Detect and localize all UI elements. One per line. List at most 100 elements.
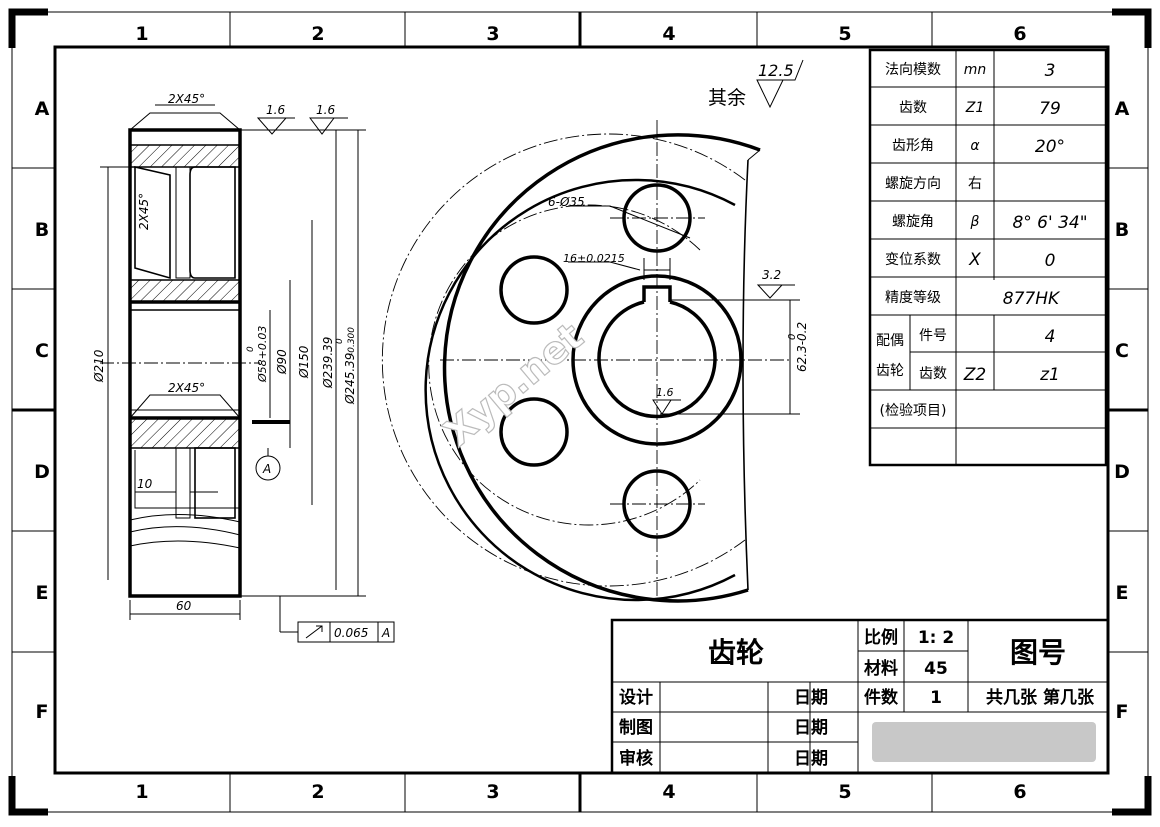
front-dimension-texts: 6-Ø35 16±0.0215 62.3-0.2 0 3.2 1.6 12.5 … bbox=[548, 61, 809, 399]
dim-keyway-width: 16±0.0215 bbox=[563, 252, 625, 265]
param-value: 3 bbox=[1045, 61, 1056, 81]
zone-labels: 1 2 3 4 5 6 1 2 3 4 5 6 A B C D E F A B … bbox=[34, 23, 1130, 803]
scale-label: 比例 bbox=[864, 627, 898, 648]
param-symbol: X bbox=[968, 250, 981, 270]
dim-10: 10 bbox=[137, 477, 153, 491]
col-label: 1 bbox=[135, 781, 148, 803]
runout-datum: A bbox=[381, 626, 390, 640]
row-label: C bbox=[1115, 340, 1129, 362]
row-label: A bbox=[35, 98, 50, 120]
param-label: 法向模数 bbox=[885, 62, 941, 78]
date-label: 日期 bbox=[794, 749, 828, 769]
dim-58-tol: 0 bbox=[246, 346, 256, 352]
qty-value: 1 bbox=[930, 688, 942, 708]
col-label: 2 bbox=[311, 23, 324, 45]
col-label: 6 bbox=[1013, 23, 1026, 45]
roughness-rest-value: 12.5 bbox=[758, 61, 794, 80]
row-label: B bbox=[35, 219, 49, 241]
col-label: 4 bbox=[662, 781, 675, 803]
roughness-rest-label: 其余 bbox=[708, 87, 746, 109]
inspection-label: (检验项目) bbox=[880, 403, 947, 419]
param-symbol: mn bbox=[964, 62, 987, 78]
mating-teeth-label: 齿数 bbox=[919, 366, 947, 382]
col-label: 2 bbox=[311, 781, 324, 803]
col-label: 3 bbox=[486, 23, 499, 45]
dim-239: Ø239.39 bbox=[321, 337, 335, 389]
param-value: 877HK bbox=[1003, 289, 1061, 309]
front-view bbox=[381, 59, 804, 603]
dim-245-tol-upper: 0 bbox=[335, 338, 345, 344]
design-label: 设计 bbox=[619, 687, 653, 708]
material-label: 材料 bbox=[864, 658, 898, 679]
mating-teeth-value: z1 bbox=[1039, 365, 1060, 385]
section-dimension-texts: 2X45° 2X45° 2X45° Ø210 Ø58+0.03 0 Ø90 Ø1… bbox=[92, 92, 390, 640]
drawing-no-label: 图号 bbox=[1010, 636, 1066, 669]
mating-label-2: 齿轮 bbox=[876, 363, 904, 379]
scale-value: 1: 2 bbox=[918, 628, 954, 648]
row-label: D bbox=[1114, 461, 1130, 483]
param-value: 8° 6' 34" bbox=[1012, 213, 1087, 233]
roughness-face-left: 1.6 bbox=[266, 103, 285, 117]
param-value: 0 bbox=[1045, 251, 1056, 271]
col-label: 5 bbox=[838, 781, 851, 803]
blurred-company-name bbox=[872, 722, 1096, 762]
dim-150: Ø150 bbox=[297, 345, 311, 379]
param-symbol: β bbox=[970, 214, 980, 230]
dim-58: Ø58+0.03 bbox=[256, 326, 269, 383]
mating-part-no-value: 4 bbox=[1045, 327, 1056, 347]
draw-label: 制图 bbox=[619, 717, 653, 738]
param-symbol: α bbox=[970, 138, 980, 154]
param-symbol: Z1 bbox=[965, 100, 985, 116]
row-label: E bbox=[36, 582, 49, 604]
row-label: F bbox=[36, 701, 49, 723]
col-label: 6 bbox=[1013, 781, 1026, 803]
mating-part-no-label: 件号 bbox=[919, 328, 947, 344]
param-label: 螺旋方向 bbox=[885, 176, 941, 192]
row-label: D bbox=[34, 461, 50, 483]
param-label: 齿形角 bbox=[892, 138, 934, 154]
dim-245: Ø245.39 bbox=[343, 353, 357, 405]
col-label: 5 bbox=[838, 23, 851, 45]
qty-label: 件数 bbox=[864, 687, 899, 708]
col-label: 3 bbox=[486, 781, 499, 803]
roughness-keyway: 3.2 bbox=[762, 268, 781, 282]
mating-teeth-symbol: Z2 bbox=[963, 365, 986, 385]
param-label: 螺旋角 bbox=[892, 214, 934, 230]
dim-90: Ø90 bbox=[275, 349, 289, 375]
dim-holes: 6-Ø35 bbox=[548, 195, 585, 209]
param-label: 精度等级 bbox=[885, 289, 941, 306]
col-label: 1 bbox=[135, 23, 148, 45]
row-label: C bbox=[35, 340, 49, 362]
param-value: 79 bbox=[1039, 99, 1061, 119]
dim-210: Ø210 bbox=[92, 349, 106, 383]
row-label: B bbox=[1115, 219, 1129, 241]
dim-keyway-depth-upper: 0 bbox=[787, 334, 798, 340]
date-label: 日期 bbox=[794, 718, 828, 738]
mating-label-1: 配偶 bbox=[876, 333, 904, 349]
date-label: 日期 bbox=[794, 688, 828, 708]
roughness-face-right: 1.6 bbox=[316, 103, 335, 117]
row-label: E bbox=[1116, 582, 1129, 604]
dim-chamfer-left: 2X45° bbox=[137, 193, 151, 230]
check-label: 审核 bbox=[619, 748, 653, 769]
runout-value: 0.065 bbox=[334, 626, 368, 640]
param-value: 右 bbox=[968, 176, 982, 192]
title-block: 齿轮 比例 1: 2 材料 45 图号 件数 1 共几张 第几张 设计 制图 审… bbox=[610, 618, 1110, 775]
datum-a-label: A bbox=[262, 462, 271, 476]
dim-60: 60 bbox=[176, 599, 192, 613]
section-view bbox=[100, 104, 395, 643]
material-value: 45 bbox=[924, 659, 948, 679]
param-label: 齿数 bbox=[899, 100, 927, 116]
sheets-label: 共几张 第几张 bbox=[986, 687, 1095, 708]
param-label: 变位系数 bbox=[885, 252, 941, 268]
dim-chamfer-top: 2X45° bbox=[168, 92, 205, 106]
row-label: A bbox=[1115, 98, 1130, 120]
parameter-table: 法向模数 mn 3 齿数 Z1 79 齿形角 α 20° 螺旋方向 右 螺旋角 … bbox=[868, 48, 1108, 467]
part-name: 齿轮 bbox=[708, 636, 764, 669]
col-label: 4 bbox=[662, 23, 675, 45]
dim-chamfer-mid: 2X45° bbox=[168, 381, 205, 395]
dim-245-tol-lower: -0.300 bbox=[347, 327, 357, 356]
row-label: F bbox=[1116, 701, 1129, 723]
sheet-border bbox=[8, 8, 1152, 816]
